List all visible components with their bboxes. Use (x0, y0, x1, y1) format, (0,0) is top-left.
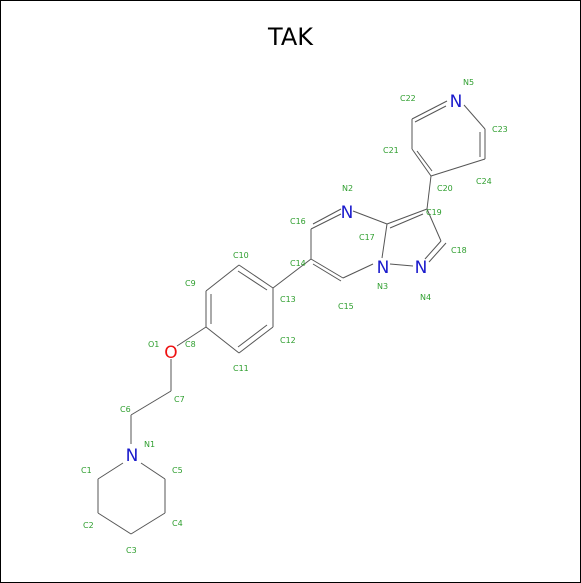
atom-label: C12 (280, 336, 296, 345)
atom-symbol: O (164, 343, 177, 363)
atom-label: C15 (338, 302, 354, 311)
atom-label: C21 (383, 146, 399, 155)
atom-label: C10 (233, 251, 249, 260)
atom-symbol: N (341, 203, 354, 223)
atom-label: C14 (290, 259, 306, 268)
bond-layer (97, 100, 486, 535)
atom-label: C6 (120, 405, 131, 414)
atom-label: O1 (148, 340, 159, 349)
atom-label: N3 (377, 282, 388, 291)
atom-label: C8 (185, 340, 196, 349)
atom-label: C19 (426, 208, 442, 217)
atom-label: C22 (400, 94, 416, 103)
atom-label: N2 (342, 184, 353, 193)
atom-label: C24 (476, 177, 492, 186)
atom-label: N4 (420, 293, 431, 302)
atom-label: C11 (233, 364, 249, 373)
atom-label: C18 (451, 246, 467, 255)
atom-symbol: N (126, 446, 139, 466)
atom-label: N1 (144, 440, 155, 449)
molecule-title: TAK (268, 23, 313, 51)
atom-label: N5 (463, 78, 474, 87)
atom-label: C7 (174, 395, 185, 404)
atom-label: C2 (83, 521, 94, 530)
atom-label: C5 (172, 466, 183, 475)
atom-symbol: N (377, 258, 390, 278)
atom-label: C1 (81, 466, 92, 475)
atom-label: C17 (359, 233, 375, 242)
atom-label-layer: N5 C22 C23 C21 C24 C20 N2 C19 C16 C17 C1… (81, 78, 508, 555)
atom-label: C23 (492, 125, 508, 134)
atom-symbol: N (415, 258, 428, 278)
atom-label: C13 (280, 295, 296, 304)
atom-label: C3 (126, 546, 137, 555)
heteroatom-layer: N N N N O N (126, 92, 463, 466)
atom-label: C16 (290, 217, 306, 226)
atom-label: C4 (172, 519, 183, 528)
atom-symbol: N (450, 92, 463, 112)
atom-label: C20 (437, 184, 453, 193)
atom-label: C9 (185, 279, 196, 288)
